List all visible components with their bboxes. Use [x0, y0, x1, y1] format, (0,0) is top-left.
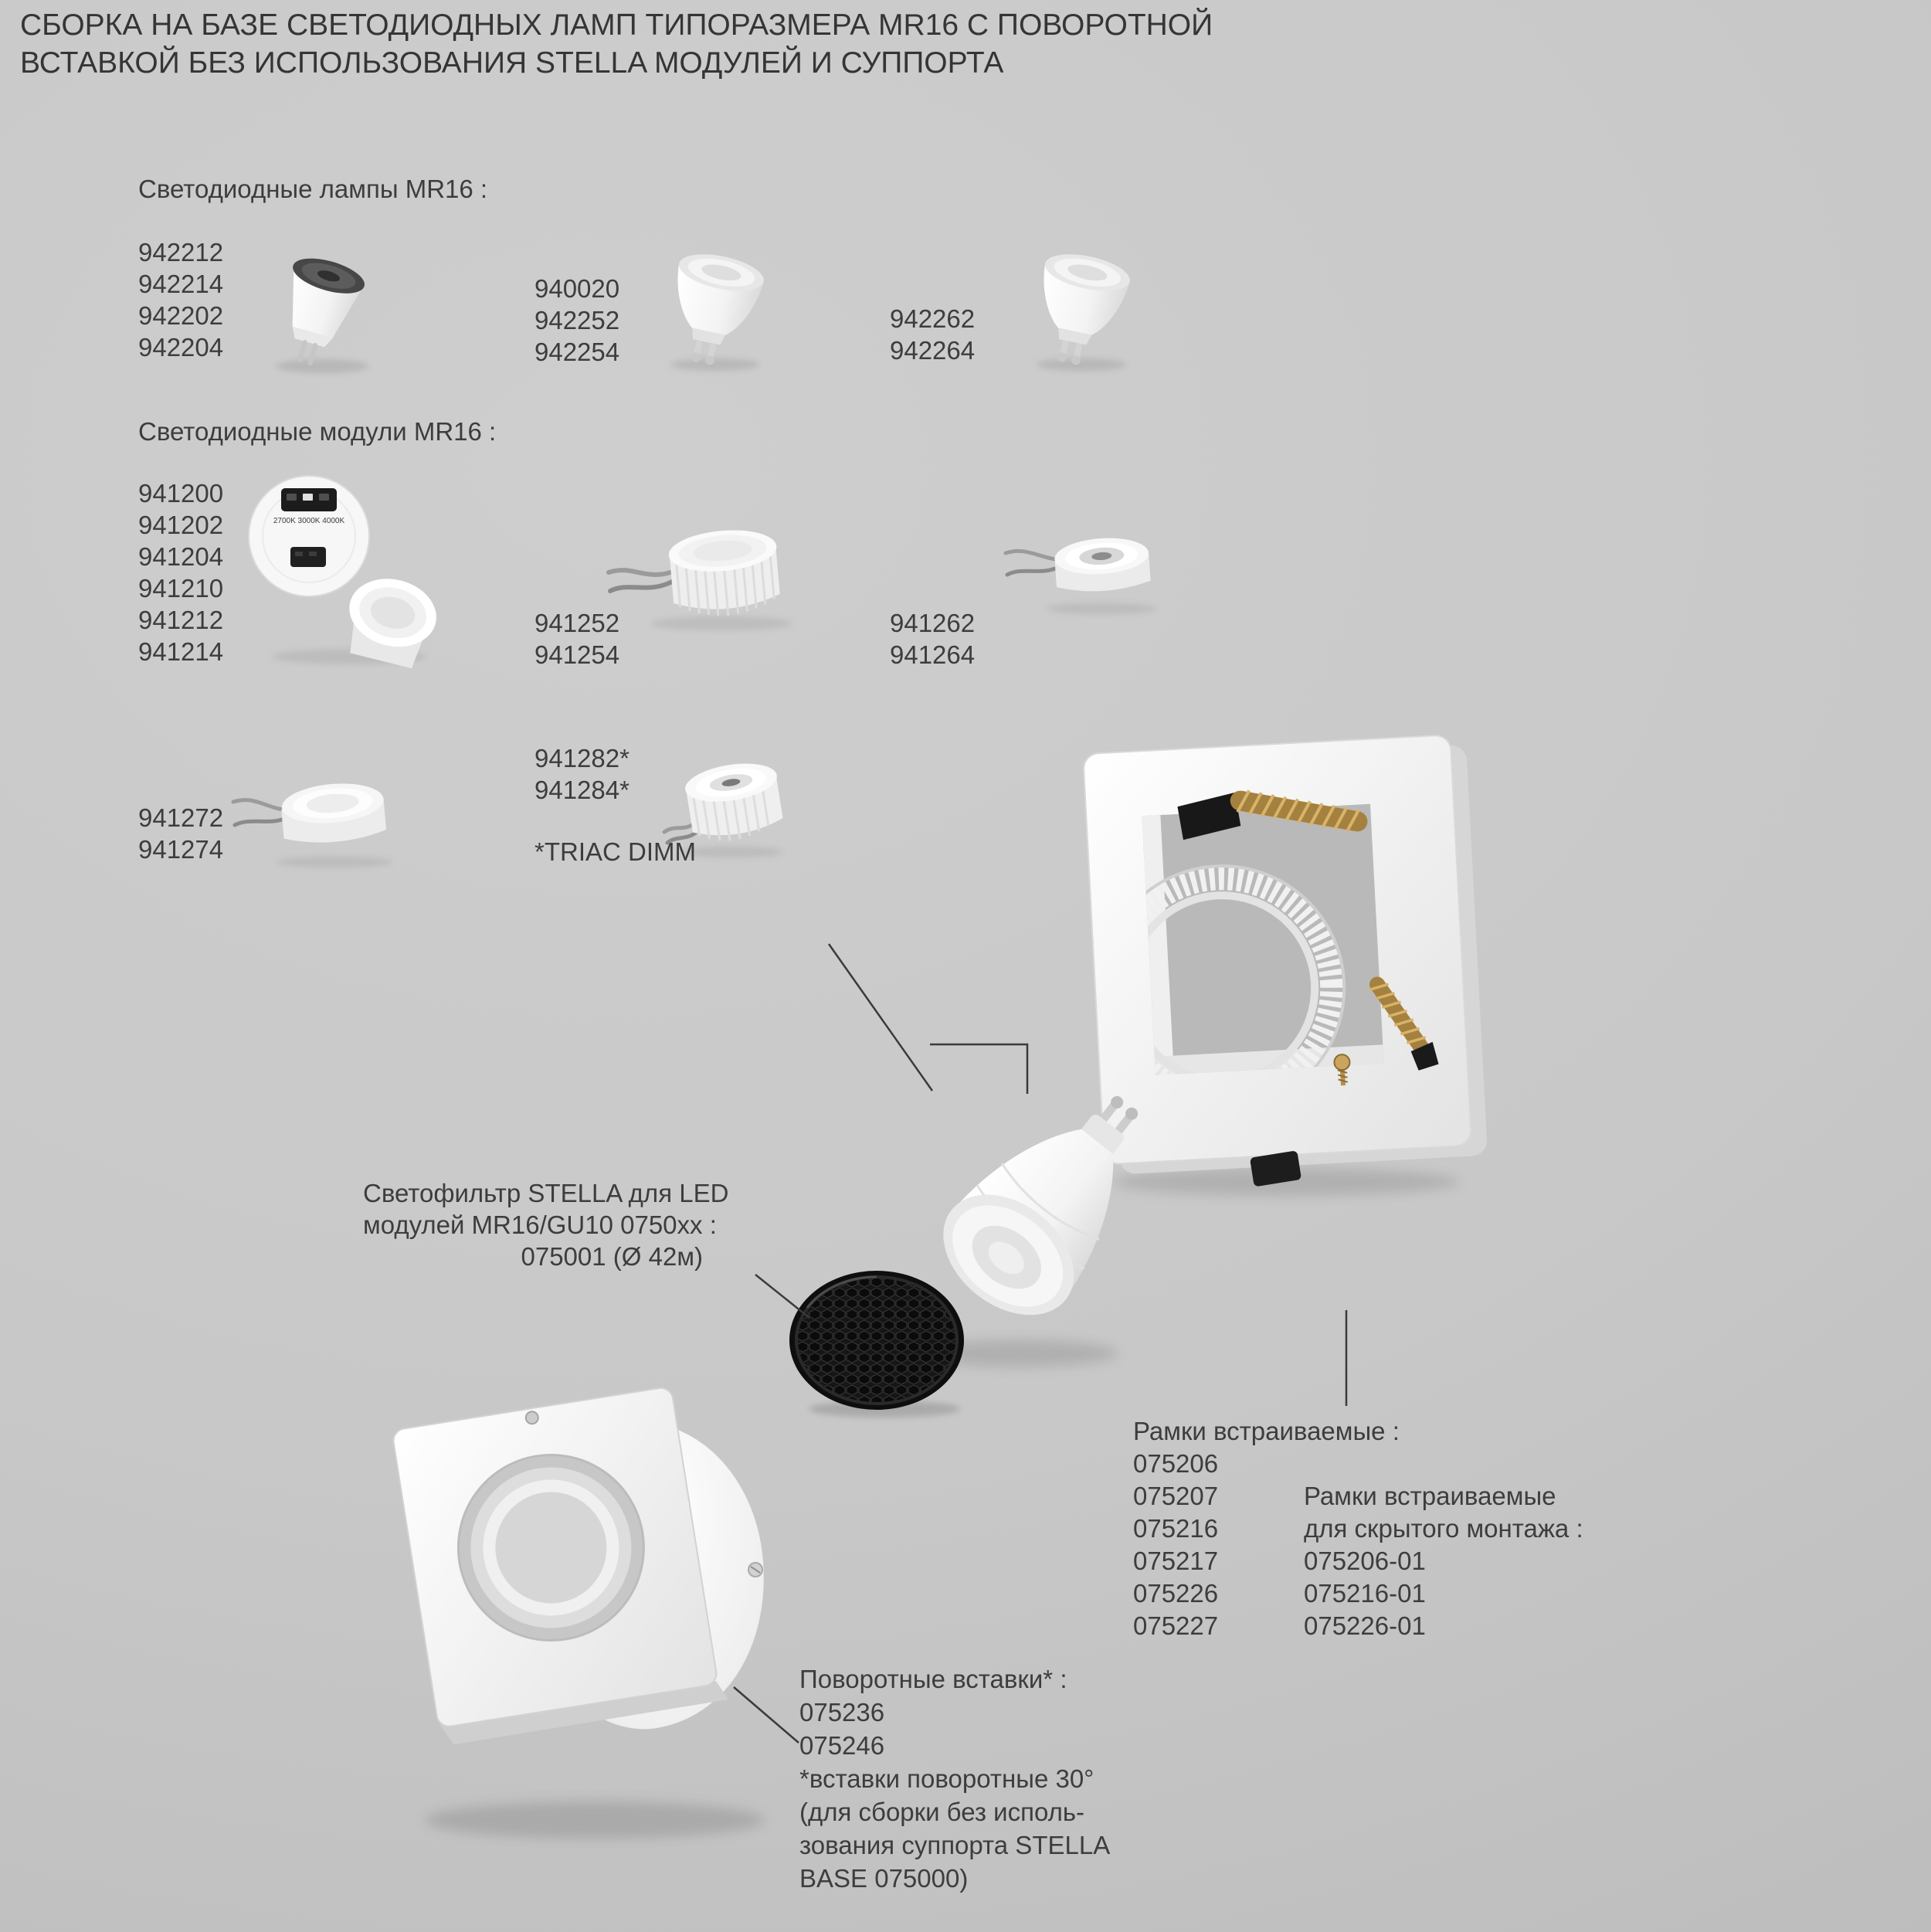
- screw: [524, 1411, 539, 1425]
- inserts-note: *вставки поворотные 30°(для сборки без и…: [799, 1764, 1111, 1893]
- recessed-frame-illustration: [1083, 735, 1487, 1196]
- gu10-lamp-illustration-2: [1037, 254, 1130, 371]
- page-title: СБОРКА НА БАЗЕ СВЕТОДИОДНЫХ ЛАМП ТИПОРАЗ…: [20, 8, 1213, 80]
- wire: [1005, 566, 1057, 577]
- leader-line-lamp-2: [930, 1043, 1029, 1094]
- shadow: [918, 1339, 1118, 1367]
- frame-opening: [1142, 803, 1384, 1075]
- shadow: [1037, 358, 1126, 371]
- mr16-gu53-lamp-illustration: [276, 258, 368, 373]
- shadow: [1046, 603, 1157, 614]
- toothed-ring: [1142, 864, 1346, 1075]
- shadow: [1112, 1168, 1460, 1196]
- led-module-wired-illustration-1: [606, 530, 792, 630]
- module-codes-group-5: 941282*941284*: [535, 744, 630, 804]
- shadow: [670, 358, 760, 371]
- gu10-lamp-large-illustration: [918, 1095, 1139, 1367]
- module-switch-labels: 2700K 3000K 4000K: [273, 517, 345, 525]
- led-module-switch-illustration: 2700K 3000K 4000K: [248, 475, 436, 669]
- shadow: [276, 359, 368, 373]
- leader-line-lamp-1: [827, 943, 934, 1092]
- inserts-heading: Поворотные вставки* :: [799, 1665, 1067, 1693]
- spring-clip-top: [1177, 789, 1368, 840]
- insert-plate: [392, 1387, 728, 1745]
- gu10-lamp-body: [1044, 254, 1130, 365]
- gu10-lamp-illustration-1: [670, 254, 764, 371]
- gu10-lamp-body: [677, 254, 764, 365]
- honeycomb-filter-illustration: [789, 1271, 964, 1418]
- module-front-view: [349, 579, 436, 669]
- module-body: [281, 783, 387, 843]
- led-module-dimmable-illustration: [662, 763, 783, 857]
- shadow: [681, 847, 783, 857]
- mr16-lamp-body: [292, 258, 365, 365]
- black-clip-bottom: [1250, 1151, 1301, 1187]
- shadow: [650, 616, 792, 630]
- spring-clip-right: [1369, 976, 1439, 1071]
- wire: [662, 820, 697, 834]
- wire: [1003, 548, 1057, 562]
- gu10-lamp-large-body: [943, 1095, 1139, 1316]
- modules-section-heading: Светодиодные модули MR16 :: [138, 417, 497, 446]
- frames-heading: Рамки встраиваемые :: [1133, 1417, 1400, 1445]
- module-body: [1054, 538, 1151, 592]
- rotatable-insert-illustration: [392, 1387, 765, 1839]
- module-body: [685, 763, 783, 841]
- terminal-block: [290, 547, 326, 567]
- wire: [608, 579, 674, 593]
- module-back-view: 2700K 3000K 4000K: [248, 475, 370, 597]
- lamps-section-heading: Светодиодные лампы MR16 :: [138, 175, 488, 203]
- wire: [232, 817, 287, 827]
- led-module-wired-illustration-3: [231, 783, 393, 868]
- shadow: [425, 1801, 765, 1839]
- frame-body: [1083, 735, 1487, 1187]
- shadow: [276, 857, 393, 868]
- wire: [231, 798, 285, 812]
- led-module-wired-illustration-2: [1003, 538, 1157, 614]
- honeycomb-mesh: [796, 1277, 957, 1404]
- module-body: [668, 530, 780, 616]
- screw: [1333, 1054, 1351, 1086]
- wire: [606, 568, 673, 577]
